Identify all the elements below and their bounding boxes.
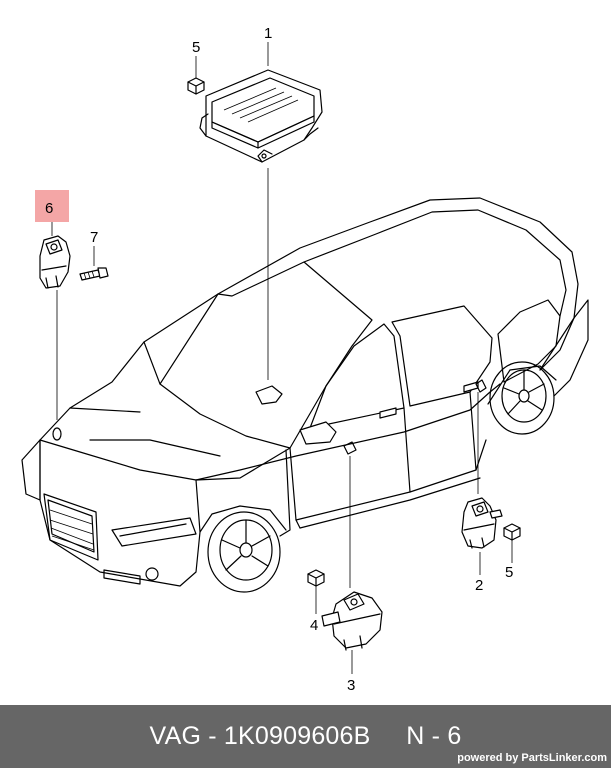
callout-label-3: 3	[347, 677, 355, 694]
part-1-control-unit	[199, 69, 323, 163]
position-label: N - 6	[406, 722, 462, 750]
part-7-bolt	[79, 267, 109, 281]
part-info-footer: VAG - 1K0909606B N - 6 powered by PartsL…	[0, 705, 611, 768]
part-6-front-sensor	[39, 235, 71, 289]
part-number: 1K0909606B	[223, 722, 371, 750]
callout-label-7: 7	[90, 229, 98, 246]
part-5-nut-top	[187, 77, 205, 95]
part-5-nut-right	[503, 523, 521, 541]
brand-separator: -	[201, 722, 224, 750]
callout-label-6: 6	[45, 200, 53, 217]
callout-6-highlight	[35, 190, 69, 222]
part-info-text: VAG - 1K0909606B N - 6	[0, 705, 611, 768]
part-4-nut	[307, 569, 325, 587]
leader-lines	[51, 42, 513, 674]
callout-label-5-right: 5	[505, 564, 513, 581]
part-3-side-sensor	[321, 591, 383, 651]
callout-label-2: 2	[475, 577, 483, 594]
callout-label-5-top: 5	[192, 39, 200, 56]
powered-by-credit[interactable]: powered by PartsLinker.com	[457, 752, 607, 764]
part-2-side-sensor	[461, 497, 503, 549]
car-body	[21, 197, 589, 593]
parts-diagram: 1 5 6 7 2 5 4 3	[21, 25, 589, 694]
brand-name: VAG	[149, 722, 202, 750]
callout-label-1: 1	[264, 25, 272, 42]
callout-label-4: 4	[310, 617, 318, 634]
